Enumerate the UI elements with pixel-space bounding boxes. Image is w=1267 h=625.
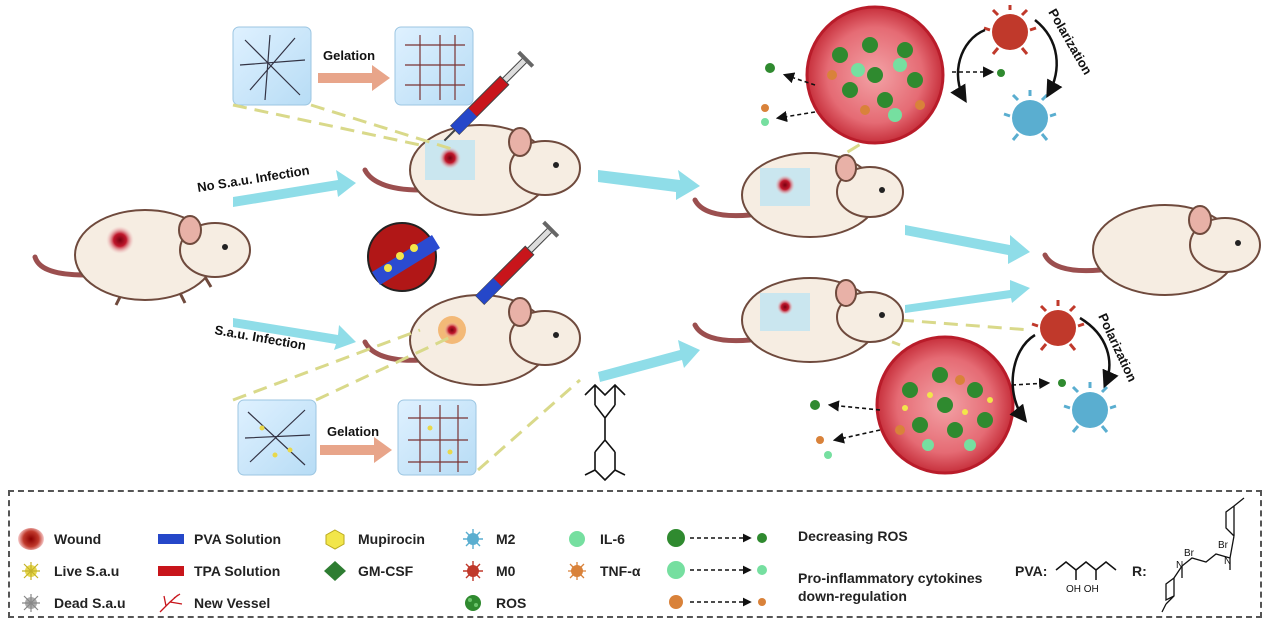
m0-macrophage-icon-bottom xyxy=(1031,300,1085,351)
m0-macrophage-icon-top xyxy=(983,5,1037,55)
legend-item-gmcsf: GM-CSF xyxy=(322,560,413,582)
vessel-zoom-circle xyxy=(367,222,440,292)
il6-particle xyxy=(824,451,832,459)
pva-oh-label: OH OH xyxy=(1066,584,1099,595)
il6-particle xyxy=(761,118,769,126)
dead-bacteria-icon xyxy=(18,592,44,614)
wound-icon xyxy=(18,528,44,550)
ros-particle xyxy=(1058,379,1066,387)
mupirocin-icon xyxy=(322,528,348,550)
wound-icon xyxy=(106,226,134,254)
arrow-bottom-to-healed xyxy=(905,280,1030,313)
tnf-icon xyxy=(564,560,590,582)
legend-item-wound: Wound xyxy=(18,528,101,550)
legend-decreasing-ros: Decreasing ROS xyxy=(798,528,908,544)
legend-item-m0: M0 xyxy=(460,560,515,582)
legend-pva-formula-label: PVA: xyxy=(1015,563,1048,579)
tissue-circle-top xyxy=(805,5,945,145)
legend-cytokines: Pro-inflammatory cytokines down-regulati… xyxy=(798,570,983,604)
syringe-top xyxy=(443,50,535,142)
mouse-top-treatment xyxy=(362,124,581,216)
legend-decrease-arrows xyxy=(667,529,767,609)
hydrogel-cube-post-top xyxy=(394,26,474,106)
polarization-return-arrow-bottom xyxy=(1009,333,1036,423)
pva-swatch-icon xyxy=(158,528,184,550)
mouse-healing-top xyxy=(692,152,904,238)
mouse-healing-bottom xyxy=(692,277,904,363)
mouse-untreated xyxy=(32,209,251,306)
arrow-top-to-healing xyxy=(598,170,700,200)
hydrogel-cube-post-bottom xyxy=(397,399,477,476)
ros-particle xyxy=(997,69,1005,77)
tissue-circle-bottom xyxy=(875,335,1015,475)
mouse-bottom-treatment xyxy=(362,294,581,386)
arrow-infection xyxy=(233,318,356,350)
zoom-lines xyxy=(232,103,1031,472)
m2-macrophage-icon-top xyxy=(1003,90,1057,141)
polarization-return-arrow-top xyxy=(950,28,986,104)
gelation-label-top: Gelation xyxy=(323,48,375,63)
gelation-arrow-top xyxy=(318,65,390,91)
legend-item-m2: M2 xyxy=(460,528,515,550)
mouse-healed xyxy=(1042,204,1261,296)
top-release-arrows xyxy=(775,66,995,123)
ros-particle xyxy=(810,400,820,410)
legend-item-live-sau: Live S.a.u xyxy=(18,560,119,582)
m0-icon xyxy=(460,560,486,582)
pva-structure-icon: OH OH xyxy=(1055,561,1117,595)
hydrogel-cube-pre-bottom xyxy=(237,399,317,476)
vessel-icon xyxy=(158,592,184,614)
hydrogel-cube-pre-top xyxy=(232,26,312,106)
m2-macrophage-icon-bottom xyxy=(1063,382,1117,433)
n-label-2: N xyxy=(1224,556,1231,567)
ros-particle xyxy=(765,63,775,73)
tnf-particle xyxy=(816,436,824,444)
br-label-1: Br xyxy=(1184,548,1195,559)
arrow-top-to-healed xyxy=(905,225,1030,264)
legend-item-mupirocin: Mupirocin xyxy=(322,528,425,550)
arrow-bottom-to-healing xyxy=(598,340,700,382)
polarization-arrow-bottom xyxy=(1079,316,1119,389)
legend-r-label: R: xyxy=(1132,563,1147,579)
arrow-no-infection xyxy=(233,170,356,207)
legend-item-ros: ROS xyxy=(460,592,526,614)
legend-item-pva: PVA Solution xyxy=(158,528,281,550)
tpa-swatch-icon xyxy=(158,560,184,582)
legend-item-il6: IL-6 xyxy=(564,528,625,550)
il6-icon xyxy=(564,528,590,550)
borate-crosslink-structure xyxy=(584,383,626,482)
syringe-bottom xyxy=(475,220,560,305)
legend-item-tpa: TPA Solution xyxy=(158,560,280,582)
br-label-2: Br xyxy=(1218,540,1229,551)
gelation-label-bottom: Gelation xyxy=(327,424,379,439)
polarization-label-bottom: Polarization xyxy=(1095,311,1140,384)
legend-item-tnf: TNF-α xyxy=(564,560,640,582)
bottom-release-arrows xyxy=(827,377,1051,444)
tnf-particle xyxy=(761,104,769,112)
gmcsf-icon xyxy=(322,560,348,582)
polarization-arrow-top xyxy=(1034,19,1063,99)
legend-item-vessel: New Vessel xyxy=(158,592,270,614)
live-bacteria-icon xyxy=(18,560,44,582)
ros-icon xyxy=(460,592,486,614)
legend xyxy=(8,490,1262,618)
n-label-1: N xyxy=(1176,560,1183,571)
m2-icon xyxy=(460,528,486,550)
legend-item-dead-sau: Dead S.a.u xyxy=(18,592,126,614)
r-group-structure-icon: Br N Br N xyxy=(1161,497,1245,613)
gelation-arrow-bottom xyxy=(320,437,392,463)
